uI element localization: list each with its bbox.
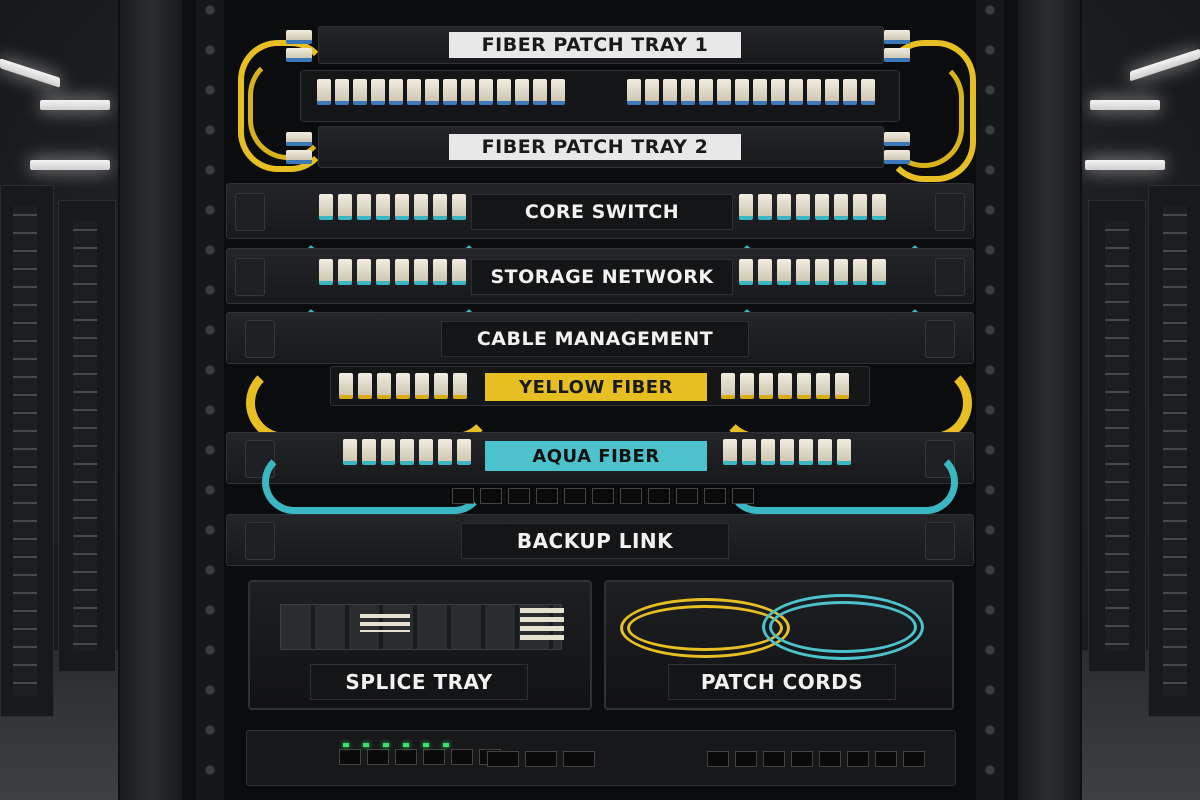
aqua-fiber-panel: AQUA FIBER (226, 432, 974, 484)
cable-management-panel: CABLE MANAGEMENT (226, 312, 974, 364)
yellow-fiber-loop-right (884, 58, 964, 168)
aqua-fiber-bundle-left (262, 450, 486, 514)
aqua-patch-cord-coil (762, 594, 924, 660)
appliance-ports-right (707, 751, 925, 767)
yellow-fiber-label: YELLOW FIBER (485, 373, 707, 401)
ceiling-light (0, 58, 60, 88)
appliance-ports-left (339, 749, 501, 765)
tray-2-ports-right (884, 132, 910, 164)
tray-2-label: FIBER PATCH TRAY 2 (449, 134, 741, 160)
status-leds (343, 743, 449, 747)
rack-door-post-left (120, 0, 182, 800)
patch-panel-ports-left (317, 79, 565, 105)
tray-1-ports-left (286, 30, 312, 62)
splice-tray-drawer: SPLICE TRAY (248, 580, 592, 710)
network-appliance (246, 730, 956, 786)
aqua-fiber-bundle-right (726, 450, 958, 514)
background-rack-left (58, 200, 116, 672)
backup-link-panel: BACKUP LINK (226, 514, 974, 566)
storage-network-label: STORAGE NETWORK (471, 259, 733, 295)
appliance-ports-middle (487, 751, 595, 767)
splice-connectors (520, 608, 564, 642)
yellow-fiber-panel: YELLOW FIBER (330, 366, 870, 406)
splice-sleeves (360, 614, 410, 632)
rack-door-post-right (1018, 0, 1080, 800)
patch-cords-drawer: PATCH CORDS (604, 580, 954, 710)
background-rack-left (0, 185, 54, 717)
ceiling-light (40, 100, 110, 110)
background-rack-right (1148, 185, 1200, 717)
patch-cords-label: PATCH CORDS (668, 664, 896, 700)
yellow-fiber-ports-left (339, 373, 467, 399)
storage-network-switch: STORAGE NETWORK (226, 248, 974, 304)
ceiling-light (1085, 160, 1165, 170)
aqua-fiber-label: AQUA FIBER (485, 441, 707, 471)
mounting-rail-left (196, 0, 224, 800)
core-switch-label: CORE SWITCH (471, 194, 733, 230)
tray-1-ports-right (884, 30, 910, 62)
background-rack-right (1088, 200, 1146, 672)
tray-1-label: FIBER PATCH TRAY 1 (449, 32, 741, 58)
mounting-rail-right (976, 0, 1004, 800)
yellow-fiber-loop-left (238, 40, 330, 172)
yellow-fiber-ports-right (721, 373, 849, 399)
ceiling-light (1130, 48, 1200, 82)
ethernet-ports (452, 488, 754, 504)
ceiling-light (30, 160, 110, 170)
ceiling-light (1090, 100, 1160, 110)
splice-tray-holder (280, 604, 562, 650)
patch-panel-ports-right (627, 79, 875, 105)
cable-management-label: CABLE MANAGEMENT (441, 321, 749, 357)
fiber-patch-tray-2: FIBER PATCH TRAY 2 (318, 126, 884, 168)
fiber-patch-tray-1: FIBER PATCH TRAY 1 (318, 26, 884, 64)
splice-tray-label: SPLICE TRAY (310, 664, 528, 700)
backup-link-label: BACKUP LINK (461, 523, 729, 559)
yellow-fiber-loop-right (884, 40, 976, 182)
patch-panel (300, 70, 900, 122)
tray-2-ports-left (286, 132, 312, 164)
